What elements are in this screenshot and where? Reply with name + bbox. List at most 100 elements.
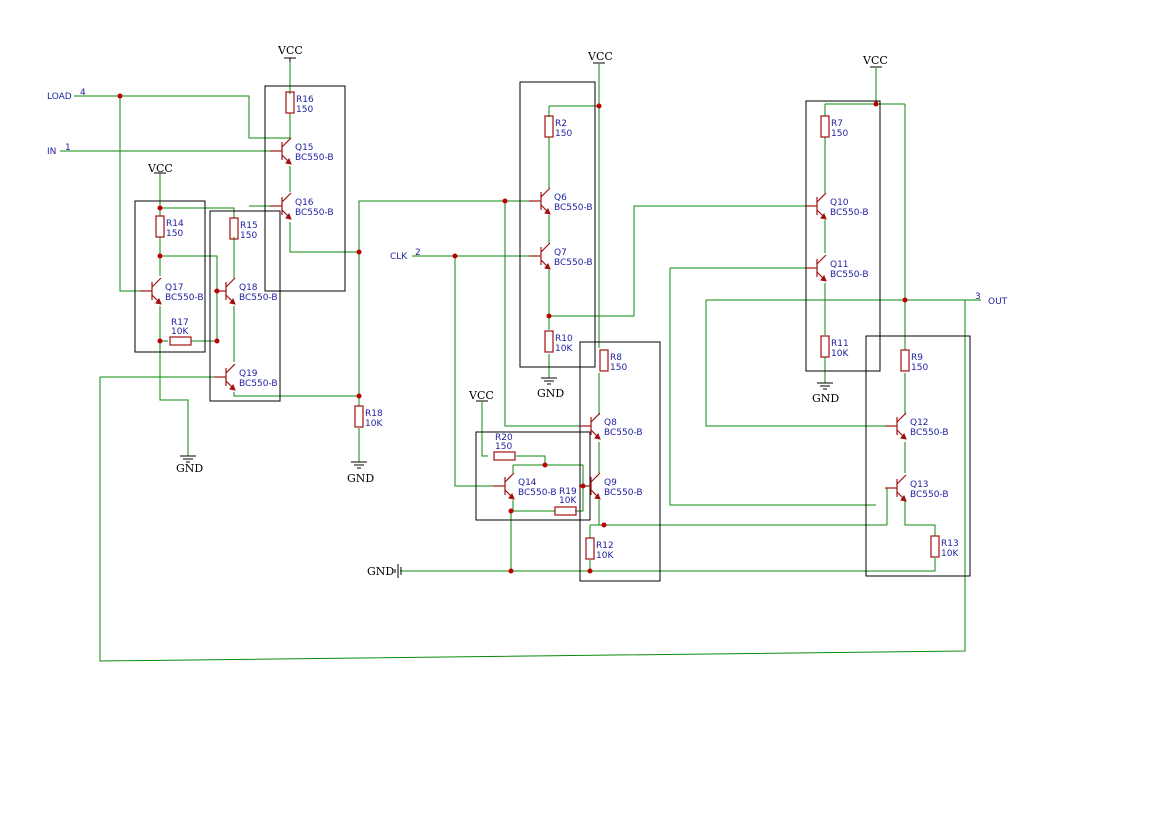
transistor-model: BC550-B <box>830 270 869 280</box>
resistor-ref: R9 <box>911 353 923 363</box>
transistor-model: BC550-B <box>604 428 643 438</box>
resistor-value: 150 <box>911 363 928 373</box>
vcc-symbols: VCC VCC VCC VCC VCC <box>147 44 888 402</box>
gnd-symbol-4: GND <box>812 382 839 405</box>
svg-text:2: 2 <box>415 248 421 258</box>
resistor-ref: R19 <box>559 487 577 497</box>
transistor-ref: Q14 <box>518 478 537 488</box>
svg-text:CLK: CLK <box>390 252 408 262</box>
resistor-value: 10K <box>559 496 577 506</box>
resistor-ref: R15 <box>240 221 258 231</box>
svg-text:VCC: VCC <box>277 44 303 57</box>
vcc-symbol-5: VCC <box>468 389 494 402</box>
vcc-symbol-2: VCC <box>147 162 173 175</box>
svg-text:GND: GND <box>347 472 374 485</box>
resistor-ref: R13 <box>941 539 959 549</box>
transistor-ref: Q16 <box>295 198 314 208</box>
junctions <box>117 93 908 574</box>
transistor-model: BC550-B <box>295 153 334 163</box>
svg-text:GND: GND <box>537 387 564 400</box>
resistor-value: 150 <box>610 363 627 373</box>
resistor-ref: R2 <box>555 119 567 129</box>
wires <box>60 60 981 662</box>
transistor-model: BC550-B <box>239 379 278 389</box>
transistor-ref: Q15 <box>295 143 314 153</box>
resistor-value: 150 <box>495 442 512 452</box>
svg-text:OUT: OUT <box>988 297 1008 307</box>
resistor-ref: R20 <box>495 433 513 443</box>
resistor-value: 10K <box>365 419 383 429</box>
resistor-value: 10K <box>596 551 614 561</box>
transistor-ref: Q9 <box>604 478 617 488</box>
block-outlines <box>134 81 971 582</box>
svg-text:GND: GND <box>812 392 839 405</box>
gnd-symbol-5: GND <box>367 564 402 578</box>
resistor-value: 10K <box>171 327 189 337</box>
resistor-ref: R18 <box>365 409 383 419</box>
transistor-model: BC550-B <box>518 488 557 498</box>
transistor-model: BC550-B <box>830 208 869 218</box>
port-out: OUT 3 <box>975 292 1008 307</box>
svg-text:GND: GND <box>367 565 394 578</box>
transistor-ref: Q17 <box>165 283 184 293</box>
transistor-ref: Q13 <box>910 480 929 490</box>
port-in: IN 1 <box>47 143 71 157</box>
gnd-symbol-3: GND <box>537 377 564 400</box>
transistor-ref: Q7 <box>554 248 567 258</box>
transistor-ref: Q10 <box>830 198 849 208</box>
svg-text:4: 4 <box>80 88 86 98</box>
resistor-ref: R17 <box>171 318 189 328</box>
svg-text:3: 3 <box>975 292 981 302</box>
resistor-value: 10K <box>555 344 573 354</box>
resistor-value: 150 <box>240 231 257 241</box>
svg-text:VCC: VCC <box>587 50 613 63</box>
resistor-ref: R14 <box>166 219 184 229</box>
resistor-ref: R12 <box>596 541 614 551</box>
transistor-model: BC550-B <box>165 293 204 303</box>
port-clk: CLK 2 <box>390 248 421 262</box>
transistor-ref: Q11 <box>830 260 849 270</box>
resistor-ref: R10 <box>555 334 573 344</box>
resistor-ref: R11 <box>831 339 849 349</box>
svg-text:VCC: VCC <box>862 54 888 67</box>
transistor-ref: Q6 <box>554 193 567 203</box>
resistor-ref: R7 <box>831 119 843 129</box>
resistor-ref: R8 <box>610 353 622 363</box>
resistor-value: 150 <box>555 129 572 139</box>
transistor-ref: Q8 <box>604 418 617 428</box>
transistor-model: BC550-B <box>554 258 593 268</box>
resistors: R16150R14150R15150R1710KR1810KR2150R1010… <box>155 91 959 561</box>
transistors: Q6BC550-BQ7BC550-BQ8BC550-BQ9BC550-BQ10B… <box>140 137 949 502</box>
svg-text:GND: GND <box>176 462 203 475</box>
port-load: LOAD 4 <box>47 88 86 102</box>
resistor-value: 10K <box>941 549 959 559</box>
transistor-ref: Q18 <box>239 283 258 293</box>
gnd-symbols: GND GND GND GND GND <box>176 377 839 578</box>
port-labels: LOAD 4 IN 1 CLK 2 OUT 3 <box>47 88 1008 307</box>
svg-text:VCC: VCC <box>147 162 173 175</box>
